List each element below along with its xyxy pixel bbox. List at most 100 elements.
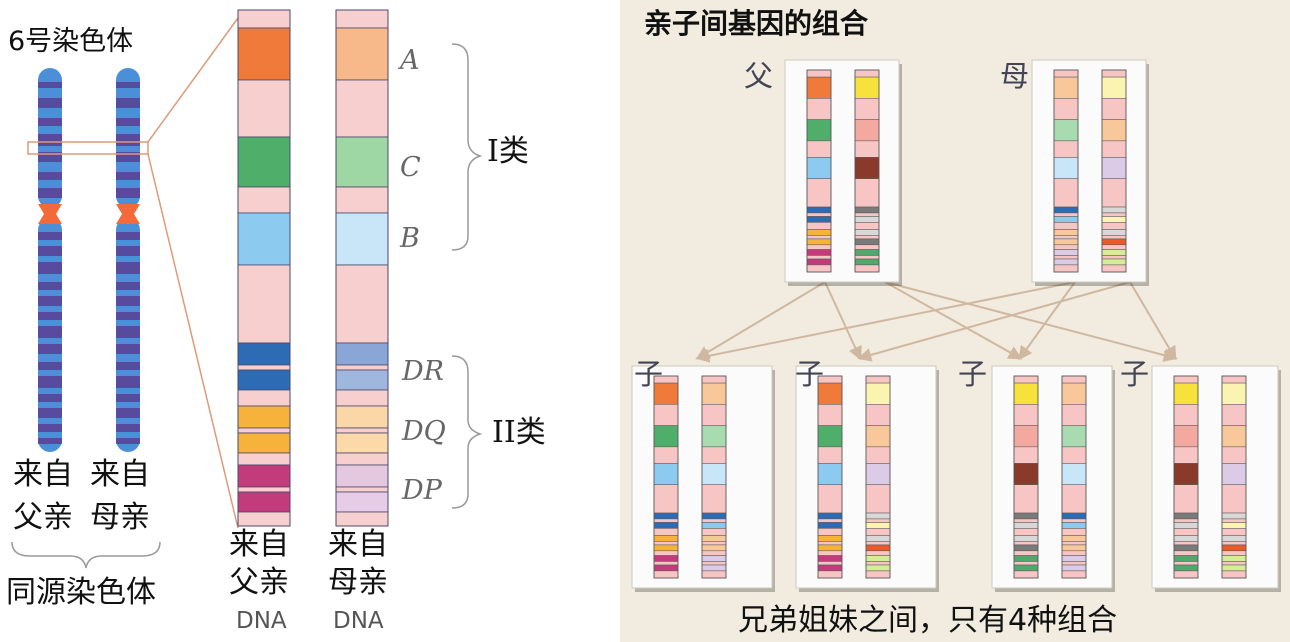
chromosome-band [116, 344, 140, 354]
strip-band [854, 264, 880, 273]
gene-label-dq: DQ [402, 416, 446, 447]
chromosome-band [38, 98, 62, 108]
chromosome-band [116, 152, 140, 162]
strip-band [806, 258, 832, 266]
strip-band [806, 235, 832, 240]
strip-band [1101, 264, 1127, 273]
chromosome-band [38, 312, 62, 320]
strip-band [701, 535, 727, 542]
strip-band [1013, 463, 1039, 485]
strip-band [1061, 564, 1087, 572]
dna-strip-father [237, 9, 291, 527]
card-body [1151, 365, 1279, 589]
dna-label-mother: DNA [333, 608, 384, 634]
inheritance-arrow [884, 281, 1023, 360]
child-card-2-strip-right [865, 375, 891, 579]
combination-caption: 兄弟姐妹之间，只有4种组合 [738, 603, 1118, 638]
strip-band [1013, 561, 1039, 566]
dna-band [335, 389, 389, 407]
strip-band [1101, 249, 1127, 256]
strip-band [1221, 535, 1247, 542]
strip-band [1053, 244, 1079, 250]
strip-band [806, 229, 832, 236]
strip-band [1173, 528, 1199, 536]
strip-band [1101, 212, 1127, 217]
strip-band [817, 446, 843, 464]
chromosome-band [116, 82, 140, 88]
dna-father-label-1: 来自 [229, 527, 289, 562]
strip-band [701, 446, 727, 464]
strip-band [1221, 528, 1247, 536]
strip-band [1053, 238, 1079, 246]
strip-band [1061, 541, 1087, 546]
strip-band [1221, 564, 1247, 572]
strip-band [1053, 258, 1079, 266]
strip-band [817, 570, 843, 579]
from-father-label-1: 来自 [13, 457, 73, 492]
strip-band [806, 255, 832, 260]
strip-band [817, 535, 843, 542]
zoom-connector-top [147, 17, 239, 143]
strip-band [1061, 404, 1087, 426]
dna-band [335, 342, 389, 366]
strip-outline [1053, 69, 1079, 273]
class-1-brace [451, 43, 483, 251]
strip-band [854, 212, 880, 217]
child-label-2: 子 [795, 357, 825, 391]
strip-band [1053, 206, 1079, 214]
strip-band [854, 119, 880, 142]
strip-band [1013, 535, 1039, 542]
dna-band [237, 405, 291, 429]
dna-band [335, 79, 389, 138]
strip-band [1013, 375, 1039, 384]
strip-band [1101, 178, 1127, 208]
chromosome-band [116, 98, 140, 108]
strip-band [1061, 555, 1087, 562]
child-label-1: 子 [634, 357, 664, 391]
dna-mother-label-2: 母亲 [328, 565, 388, 600]
from-mother-label-2: 母亲 [90, 500, 150, 535]
strip-band [653, 570, 679, 579]
dna-band [237, 186, 291, 214]
strip-band [1221, 555, 1247, 562]
strip-band [817, 522, 843, 529]
dna-band [335, 427, 389, 434]
inheritance-arrow [824, 281, 862, 361]
chromosome-band [116, 312, 140, 320]
chromosome-band [116, 188, 140, 198]
chromosome-band [38, 282, 62, 290]
from-mother-label-1: 来自 [90, 457, 150, 492]
strip-band [701, 528, 727, 536]
strip-band [1173, 446, 1199, 464]
strip-band [1013, 446, 1039, 464]
chromosome-band [38, 394, 62, 402]
strip-band [1053, 216, 1079, 223]
strip-band [1173, 570, 1199, 579]
strip-band [1221, 544, 1247, 552]
dna-band [335, 364, 389, 371]
child-card-4-strip-left [1173, 375, 1199, 579]
strip-band [1101, 229, 1127, 236]
strip-band [854, 244, 880, 250]
strip-band [1173, 382, 1199, 405]
strip-band [865, 550, 891, 556]
strip-band [854, 255, 880, 260]
gene-label-b: B [400, 223, 420, 254]
strip-band [1221, 463, 1247, 485]
dna-band [335, 405, 389, 429]
strip-band [701, 550, 727, 556]
strip-band [653, 541, 679, 546]
gene-label-dr: DR [402, 356, 444, 387]
strip-band [1221, 550, 1247, 556]
strip-band [1013, 544, 1039, 552]
strip-band [1101, 140, 1127, 158]
father-label: 父 [744, 59, 774, 93]
strip-band [806, 157, 832, 179]
strip-band [701, 518, 727, 523]
strip-band [1173, 535, 1199, 542]
highlight-region-box [27, 141, 149, 155]
dna-band [237, 27, 291, 81]
chromosome-band [38, 188, 62, 198]
dna-band [237, 491, 291, 513]
chromosome-band [38, 118, 62, 126]
